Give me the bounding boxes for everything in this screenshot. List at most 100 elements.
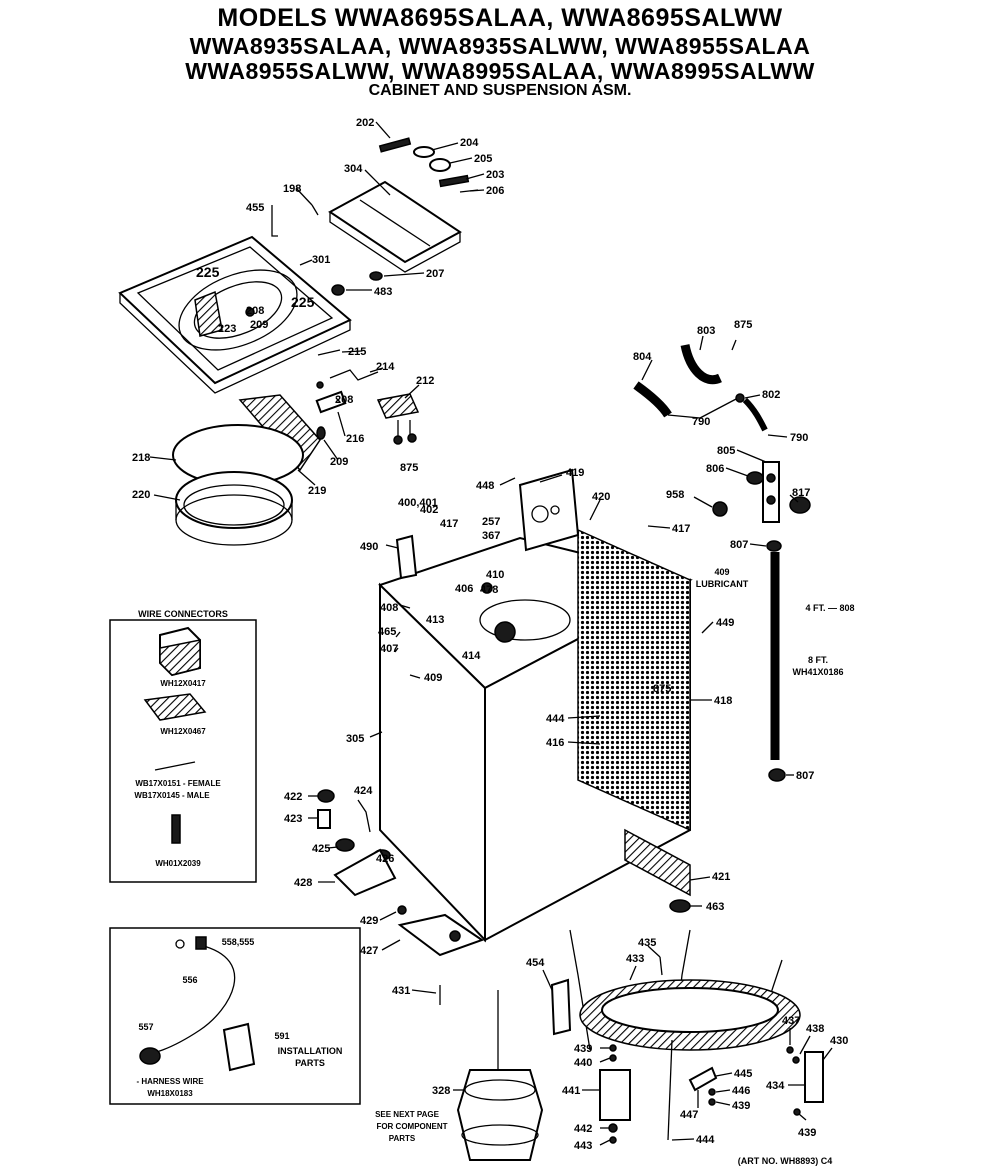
part-422 (317, 789, 335, 803)
part-807-bottom (768, 768, 786, 782)
note-see-next-3: PARTS (389, 1134, 416, 1143)
callout-439-mid: 439 (732, 1100, 750, 1112)
callout-439-right: 439 (798, 1127, 816, 1139)
part-205 (429, 158, 451, 172)
callout-328: 328 (432, 1085, 450, 1097)
part-463 (669, 899, 691, 913)
callout-465: 465 (378, 626, 396, 638)
callout-437: 437 (782, 1015, 800, 1027)
callout-409: 409 (424, 672, 442, 684)
callout-790-left: 790 (692, 416, 710, 428)
harness-556: 556 (182, 975, 197, 985)
callout-425: 425 (312, 843, 330, 855)
note-4ft-808: 4 FT. — 808 (805, 603, 854, 613)
callout-406: 406 (455, 583, 473, 595)
note-see-next-2: FOR COMPONENT (376, 1122, 447, 1131)
callout-463: 463 (706, 901, 724, 913)
callout-223: 223 (218, 323, 236, 335)
part-204 (413, 146, 435, 158)
callout-414: 414 (462, 650, 481, 662)
strip-421 (624, 828, 691, 897)
callout-216: 216 (346, 433, 364, 445)
diagram-subtitle: CABINET AND SUSPENSION ASM. (368, 82, 632, 99)
callout-434: 434 (766, 1080, 785, 1092)
part-483 (331, 284, 345, 296)
rod-214 (329, 369, 379, 381)
callout-204: 204 (460, 137, 479, 149)
part-429 (397, 905, 407, 915)
title-line-3: WWA8955SALWW, WWA8995SALAA, WWA8995SALWW (185, 58, 815, 84)
callout-490: 490 (360, 541, 378, 553)
note-8ft: 8 FT. (808, 655, 828, 665)
harness-wire-label-2: WH18X0183 (147, 1089, 193, 1098)
callout-198: 198 (283, 183, 301, 195)
callout-418: 418 (714, 695, 732, 707)
callout-445: 445 (734, 1068, 752, 1080)
callout-455: 455 (246, 202, 264, 214)
callout-433: 433 (626, 953, 644, 965)
wire-connectors-title: WIRE CONNECTORS (138, 609, 228, 619)
callout-402: 402 (420, 504, 438, 516)
callout-422: 422 (284, 791, 302, 803)
callout-209-bottom: 209 (330, 456, 348, 468)
callout-225-left: 225 (196, 264, 220, 280)
connector-wh12x0467: WH12X0467 (160, 727, 206, 736)
part-215 (317, 349, 341, 356)
part-435 (659, 956, 663, 976)
callout-numbers: 202 204 205 203 206 304 198 455 301 207 … (132, 117, 848, 1152)
callout-212: 212 (416, 375, 434, 387)
plate-419 (518, 468, 580, 552)
part-198 (311, 204, 319, 216)
callout-441: 441 (562, 1085, 580, 1097)
callout-807-top: 807 (730, 539, 748, 551)
callout-220: 220 (132, 489, 150, 501)
callout-442: 442 (574, 1123, 592, 1135)
plate-427 (397, 913, 485, 957)
callout-206: 206 (486, 185, 504, 197)
callout-807-bottom: 807 (796, 770, 814, 782)
part-209 (316, 426, 326, 440)
callout-219: 219 (308, 485, 326, 497)
callout-803: 803 (697, 325, 715, 337)
callout-207: 207 (426, 268, 444, 280)
transmission-328 (456, 1069, 544, 1161)
callout-257: 257 (482, 516, 500, 528)
harness-557: 557 (138, 1022, 153, 1032)
connector-wh01x2039: WH01X2039 (155, 859, 201, 868)
callout-423: 423 (284, 813, 302, 825)
installation-label-1: INSTALLATION (278, 1046, 343, 1056)
callout-218: 218 (132, 452, 150, 464)
wire-connectors-box: WIRE CONNECTORS WH12X0417 WH12X0467 WB17… (109, 609, 257, 883)
callout-419: 419 (566, 467, 584, 479)
part-203 (438, 174, 470, 188)
lid-assembly (118, 137, 479, 546)
callout-443: 443 (574, 1140, 592, 1152)
hinge-part-202 (378, 137, 412, 153)
callout-426: 426 (376, 853, 394, 865)
bracket-212 (376, 393, 420, 419)
callout-400-401: 400,401 (398, 497, 438, 509)
callout-429: 429 (360, 915, 378, 927)
part-423 (317, 809, 331, 829)
callout-438: 438 (806, 1023, 824, 1035)
callout-367: 367 (482, 530, 500, 542)
callout-875-right: 875 (734, 319, 752, 331)
leader-lines (149, 121, 833, 1146)
callout-440: 440 (574, 1057, 592, 1069)
callout-209-top: 209 (250, 319, 268, 331)
harness-558: 558,555 (222, 937, 255, 947)
callout-215: 215 (348, 346, 366, 358)
callout-439-left: 439 (574, 1043, 592, 1055)
part-441 (599, 1069, 631, 1121)
note-409: 409 (714, 567, 729, 577)
callout-416: 416 (546, 737, 564, 749)
callout-304: 304 (344, 163, 363, 175)
lid-part-304 (328, 180, 462, 264)
note-see-next-1: SEE NEXT PAGE (375, 1110, 440, 1119)
hose-parts (633, 339, 811, 782)
callout-444: 444 (546, 713, 565, 725)
harness-591: 591 (274, 1031, 289, 1041)
callout-790-right: 790 (790, 432, 808, 444)
connector-wb17x0151: WB17X0151 - FEMALE (135, 779, 221, 788)
